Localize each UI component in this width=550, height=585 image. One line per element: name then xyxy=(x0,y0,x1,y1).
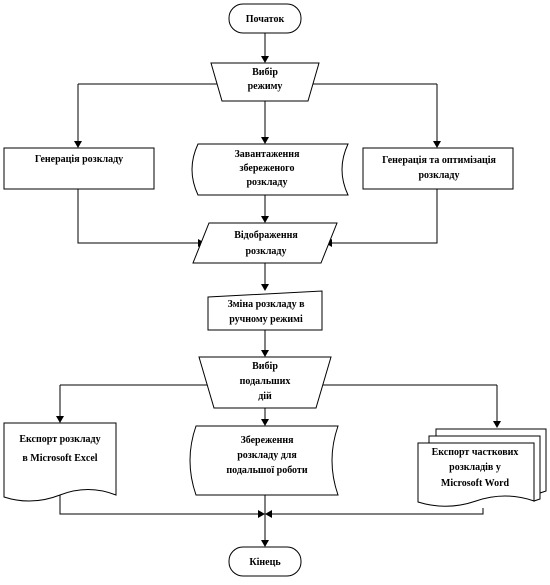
node-save-for-later-label-3: подальшої роботи xyxy=(226,465,307,476)
arrowhead-display-top xyxy=(261,216,269,223)
flowchart-edges xyxy=(56,33,501,547)
arrowhead-export-excel xyxy=(56,416,64,423)
edge-generate-optimize-to-display xyxy=(332,189,438,244)
node-load-saved-label-2: збереженого xyxy=(240,163,295,174)
node-start: Початок xyxy=(228,3,302,34)
node-load-saved: Завантаження збереженого розкладу xyxy=(191,143,349,196)
arrowhead-end xyxy=(261,540,269,547)
multi-document-front-sheet xyxy=(417,442,535,507)
manual-input-edit-shape xyxy=(207,290,323,331)
node-mode-select-label-2: режиму xyxy=(248,81,283,92)
node-generate-optimize: Генерація та оптимізація розкладу xyxy=(362,147,514,190)
terminal-end-shape xyxy=(228,546,302,577)
node-export-excel-label-2: в Microsoft Excel xyxy=(22,453,97,464)
node-save-for-later-label-2: розкладу для xyxy=(237,450,297,461)
terminal-start-shape xyxy=(228,3,302,34)
node-display-label-2: розкладу xyxy=(245,246,286,257)
node-generate: Генерація розкладу xyxy=(3,147,155,190)
node-export-excel: Експорт розкладу в Microsoft Excel xyxy=(3,422,117,502)
node-export-word: Експорт часткових розкладів у Microsoft … xyxy=(417,428,547,507)
node-end: Кінець xyxy=(228,546,302,577)
node-mode-select-label-1: Вибір xyxy=(252,67,278,78)
node-manual-edit: Зміна розкладу в ручному режимі xyxy=(207,290,323,331)
document-export-excel-shape xyxy=(3,422,117,502)
node-action-select-label-3: дій xyxy=(258,391,272,402)
node-action-select-label-1: Вибір xyxy=(252,361,278,372)
edge-generate-to-display xyxy=(77,189,198,244)
node-export-word-label-2: розкладів у xyxy=(449,462,501,473)
node-end-label: Кінець xyxy=(249,557,281,568)
node-generate-label: Генерація розкладу xyxy=(35,154,123,165)
arrowhead-export-word xyxy=(493,421,501,428)
node-load-saved-label-3: розкладу xyxy=(246,177,287,188)
node-display: Відображення розкладу xyxy=(192,222,338,264)
arrowhead-action-select xyxy=(261,350,269,357)
arrowhead-load-saved xyxy=(261,137,269,144)
node-save-for-later-label-1: Збереження xyxy=(240,435,294,446)
node-action-select: Вибір подальших дій xyxy=(198,356,332,409)
arrowhead-mode-select xyxy=(261,56,269,63)
node-generate-optimize-label-2: розкладу xyxy=(418,170,459,181)
process-generate-shape xyxy=(3,147,155,190)
manual-operation-action-select-shape xyxy=(198,356,332,409)
node-start-label: Початок xyxy=(246,14,285,25)
stored-data-save-shape xyxy=(189,425,339,496)
arrowhead-save-for-later xyxy=(261,419,269,426)
arrowhead-end-left xyxy=(258,510,265,518)
node-manual-edit-label-1: Зміна розкладу в xyxy=(227,299,305,310)
manual-operation-mode-select-shape xyxy=(210,62,320,102)
data-display-shape xyxy=(192,222,338,264)
node-save-for-later: Збереження розкладу для подальшої роботи xyxy=(189,425,339,496)
node-mode-select: Вибір режиму xyxy=(210,62,320,102)
edge-export-excel-to-end xyxy=(59,495,258,515)
node-manual-edit-label-2: ручному режимі xyxy=(229,314,303,325)
stored-data-load-saved-shape xyxy=(191,143,349,196)
arrowhead-manual-edit xyxy=(261,284,269,291)
edge-export-word-to-end xyxy=(272,508,484,515)
node-load-saved-label-1: Завантаження xyxy=(235,149,301,160)
arrowhead-end-right xyxy=(265,510,272,518)
node-export-word-label-1: Експорт часткових xyxy=(432,447,519,458)
node-display-label-1: Відображення xyxy=(234,230,298,241)
process-generate-optimize-shape xyxy=(362,147,514,190)
arrowhead-generate xyxy=(74,141,82,148)
node-generate-optimize-label-1: Генерація та оптимізація xyxy=(382,155,496,166)
node-export-word-label-3: Microsoft Word xyxy=(441,478,510,489)
node-action-select-label-2: подальших xyxy=(240,376,291,387)
node-export-excel-label-1: Експорт розкладу xyxy=(19,434,100,445)
arrowhead-generate-optimize xyxy=(433,141,441,148)
